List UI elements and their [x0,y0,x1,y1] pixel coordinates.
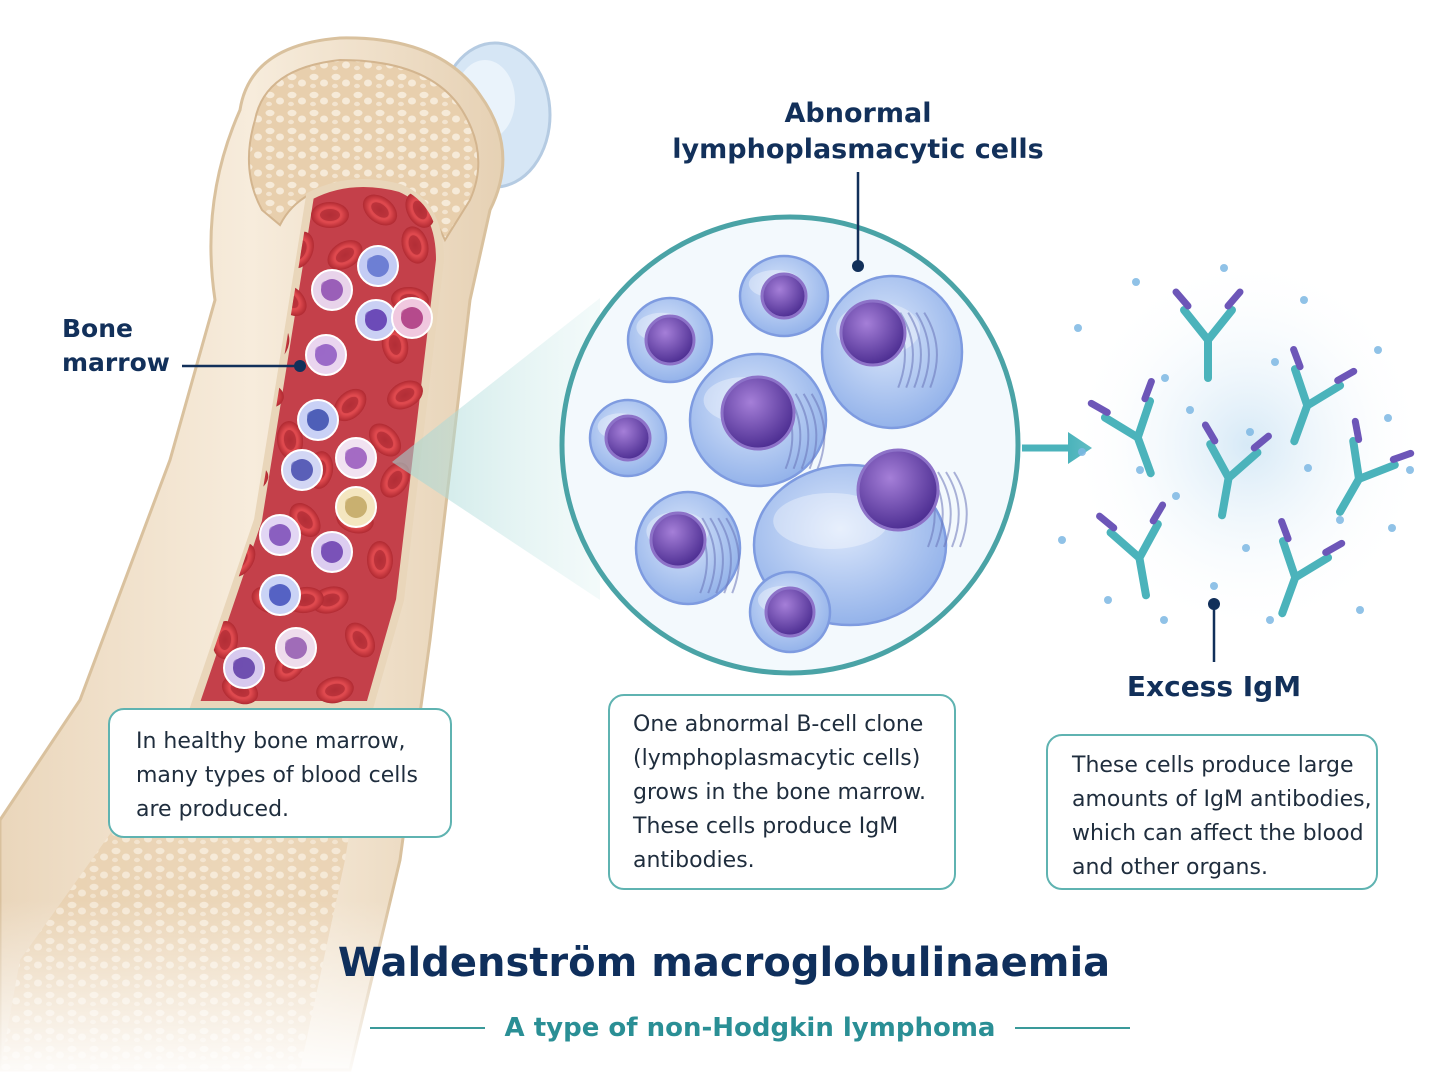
bone-marrow-label: Bone marrow [62,312,170,380]
bone-marrow-label-line: marrow [62,348,170,377]
bone-marrow-label-line: Bone [62,314,133,343]
excess-igm-box: These cells produce large amounts of IgM… [1046,734,1378,890]
excess-igm-label: Excess IgM [1126,670,1302,703]
box-text-line: In healthy bone marrow, [136,729,406,754]
box-text-line: and other organs. [1072,855,1268,880]
bone-illustration [0,36,552,1086]
abnormal-clone-box: One abnormal B-cell clone (lymphoplasmac… [608,694,956,890]
box-text-line: which can affect the blood [1072,821,1364,846]
abnormal-cells-label: Abnormal lymphoplasmacytic cells [658,96,1058,168]
box-text-line: many types of blood cells [136,763,418,788]
box-text-line: amounts of IgM antibodies, [1072,787,1372,812]
box-text-line: are produced. [136,797,290,822]
abnormal-cells-label-line: lymphoplasmacytic cells [672,134,1044,165]
healthy-marrow-box: In healthy bone marrow, many types of bl… [108,708,452,838]
box-text-line: (lymphoplasmacytic cells) [633,746,921,771]
subtitle-divider [370,1027,485,1029]
box-text-line: These cells produce large [1072,753,1354,778]
subtitle-divider [1015,1027,1130,1029]
cell-magnification-circle [559,214,1021,676]
box-text-line: antibodies. [633,848,755,873]
abnormal-cells-label-line: Abnormal [784,98,932,129]
box-text-line: grows in the bone marrow. [633,780,927,805]
page-title: Waldenström macroglobulinaemia [337,940,1111,986]
page-subtitle: A type of non-Hodgkin lymphoma [504,1013,996,1043]
box-text-line: One abnormal B-cell clone [633,712,924,737]
box-text-line: These cells produce IgM [633,814,899,839]
subtitle-row: A type of non-Hodgkin lymphoma [370,1008,1130,1048]
